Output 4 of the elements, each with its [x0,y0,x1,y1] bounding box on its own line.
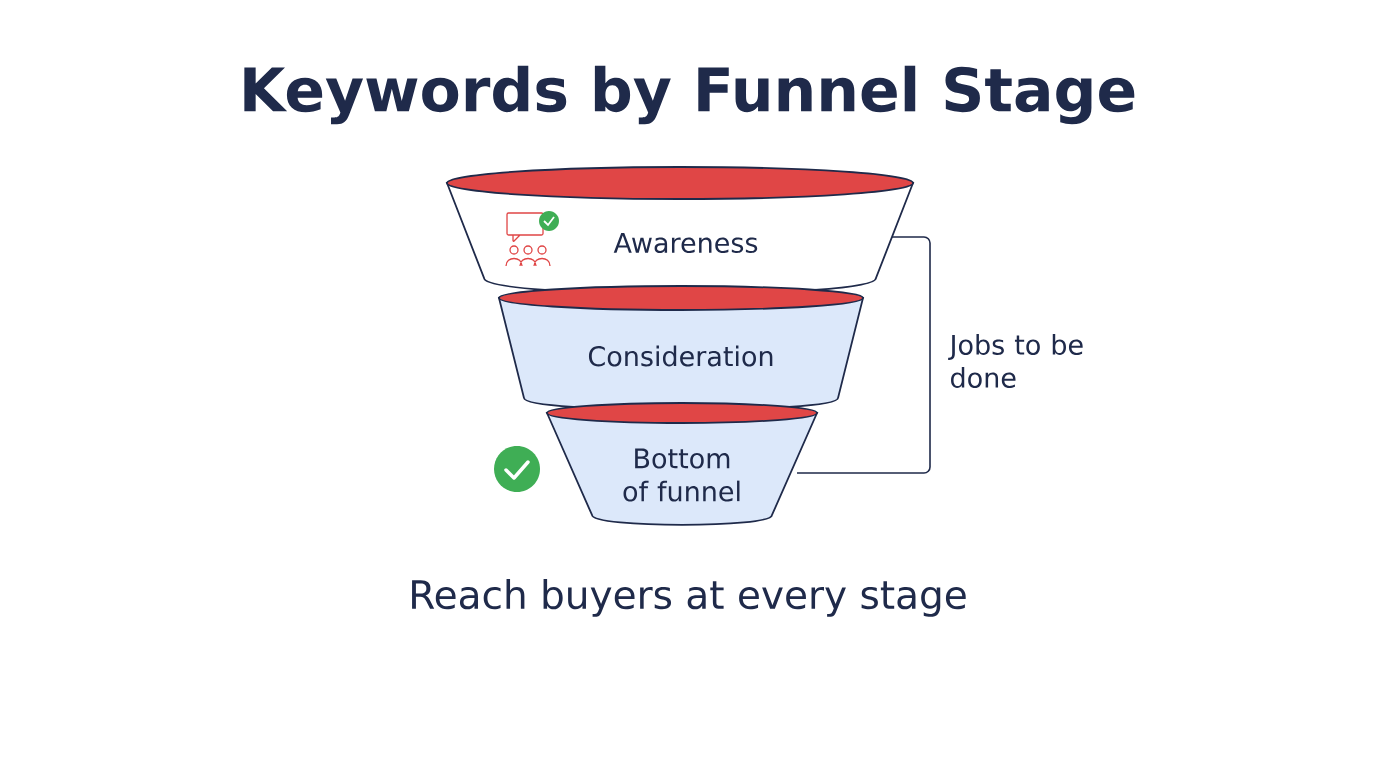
caption: Reach buyers at every stage [412,579,966,617]
funnel-segment: Bottom of funnel [546,402,818,526]
title: Keywords by Funnel Stage [244,65,1135,125]
bracket-label: Jobs to be done [948,334,1083,388]
